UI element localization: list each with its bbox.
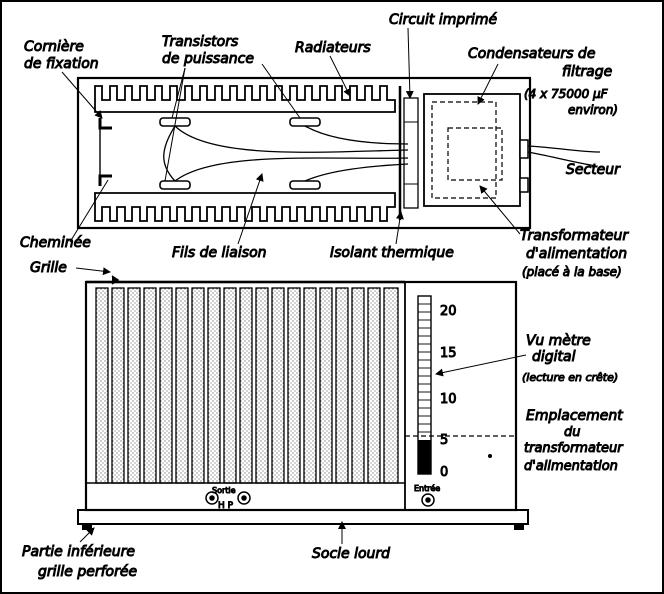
label-vu-2: digital (532, 349, 576, 365)
label-sortie-2: H P (218, 501, 234, 511)
hp-output-connectors (205, 491, 251, 505)
label-empl-2: du (564, 425, 581, 440)
label-corniere-2: de fixation (24, 56, 99, 72)
label-transfo-2: d'alimentation (526, 246, 627, 262)
top-heatsink (94, 85, 396, 113)
scale-tick-15: 15 (440, 346, 457, 361)
label-partie-2: grille perforée (38, 564, 137, 580)
power-transformer-outline (447, 127, 503, 181)
label-entree: Entrée (414, 483, 440, 493)
label-vu-1: Vu mètre (526, 333, 591, 349)
front-view-labels: Vu mètre digital (lecture en crête) Empl… (22, 333, 625, 581)
heavy-base (77, 509, 529, 525)
label-empl-1: Emplacement (526, 408, 623, 424)
label-condens-2: filtrage (562, 64, 612, 80)
label-transistors-2: de puissance (162, 51, 254, 67)
label-corniere-1: Cornière (24, 39, 84, 55)
input-connector (421, 493, 435, 507)
label-partie-1: Partie inférieure (22, 544, 135, 560)
label-empl-4: d'alimentation (524, 459, 618, 474)
printed-circuit-board (403, 97, 419, 209)
scale-tick-0: 0 (440, 465, 448, 480)
label-circuit: Circuit imprimé (389, 12, 498, 28)
power-transistors (159, 117, 321, 190)
capacitor-box (423, 93, 521, 207)
filter-capacitors (431, 101, 497, 199)
vu-meter-fill (418, 440, 431, 474)
label-secteur: Secteur (566, 162, 621, 178)
label-isolant: Isolant thermique (330, 245, 454, 261)
bottom-heatsink (94, 192, 396, 222)
label-socle: Socle lourd (312, 546, 390, 562)
scale-tick-5: 5 (440, 433, 448, 448)
label-cheminee: Cheminée (20, 235, 91, 251)
mains-cable (527, 145, 601, 153)
front-heatsink-fins (95, 287, 399, 484)
front-view: 20 15 10 5 0 Sortie H P Entrée (77, 275, 529, 530)
label-transfo-3: (placé à la base) (522, 265, 622, 279)
vu-meter-segments (418, 303, 431, 433)
label-condens-4: environ) (568, 103, 618, 117)
connection-wires (163, 125, 409, 182)
label-transistors-1: Transistors (162, 34, 238, 50)
top-view-labels: Cornière de fixation Transistors de puis… (20, 12, 630, 280)
scale-tick-20: 20 (440, 304, 457, 319)
corner-bracket-bottom (98, 174, 112, 186)
top-view (76, 76, 601, 230)
corner-bracket-top (98, 118, 112, 130)
label-transfo-1: Transformateur (520, 228, 629, 244)
label-sortie-1: Sortie (212, 486, 236, 495)
label-fils: Fils de liaison (172, 245, 267, 261)
label-grille: Grille (30, 260, 67, 276)
label-condens-1: Condensateurs de (468, 46, 595, 62)
label-condens-3: (4 x 75000 µF (524, 87, 609, 101)
label-radiateurs: Radiateurs (295, 40, 371, 56)
label-vu-3: (lecture en crête) (522, 371, 618, 384)
label-empl-3: transformateur (524, 441, 624, 456)
scale-tick-10: 10 (440, 392, 457, 407)
